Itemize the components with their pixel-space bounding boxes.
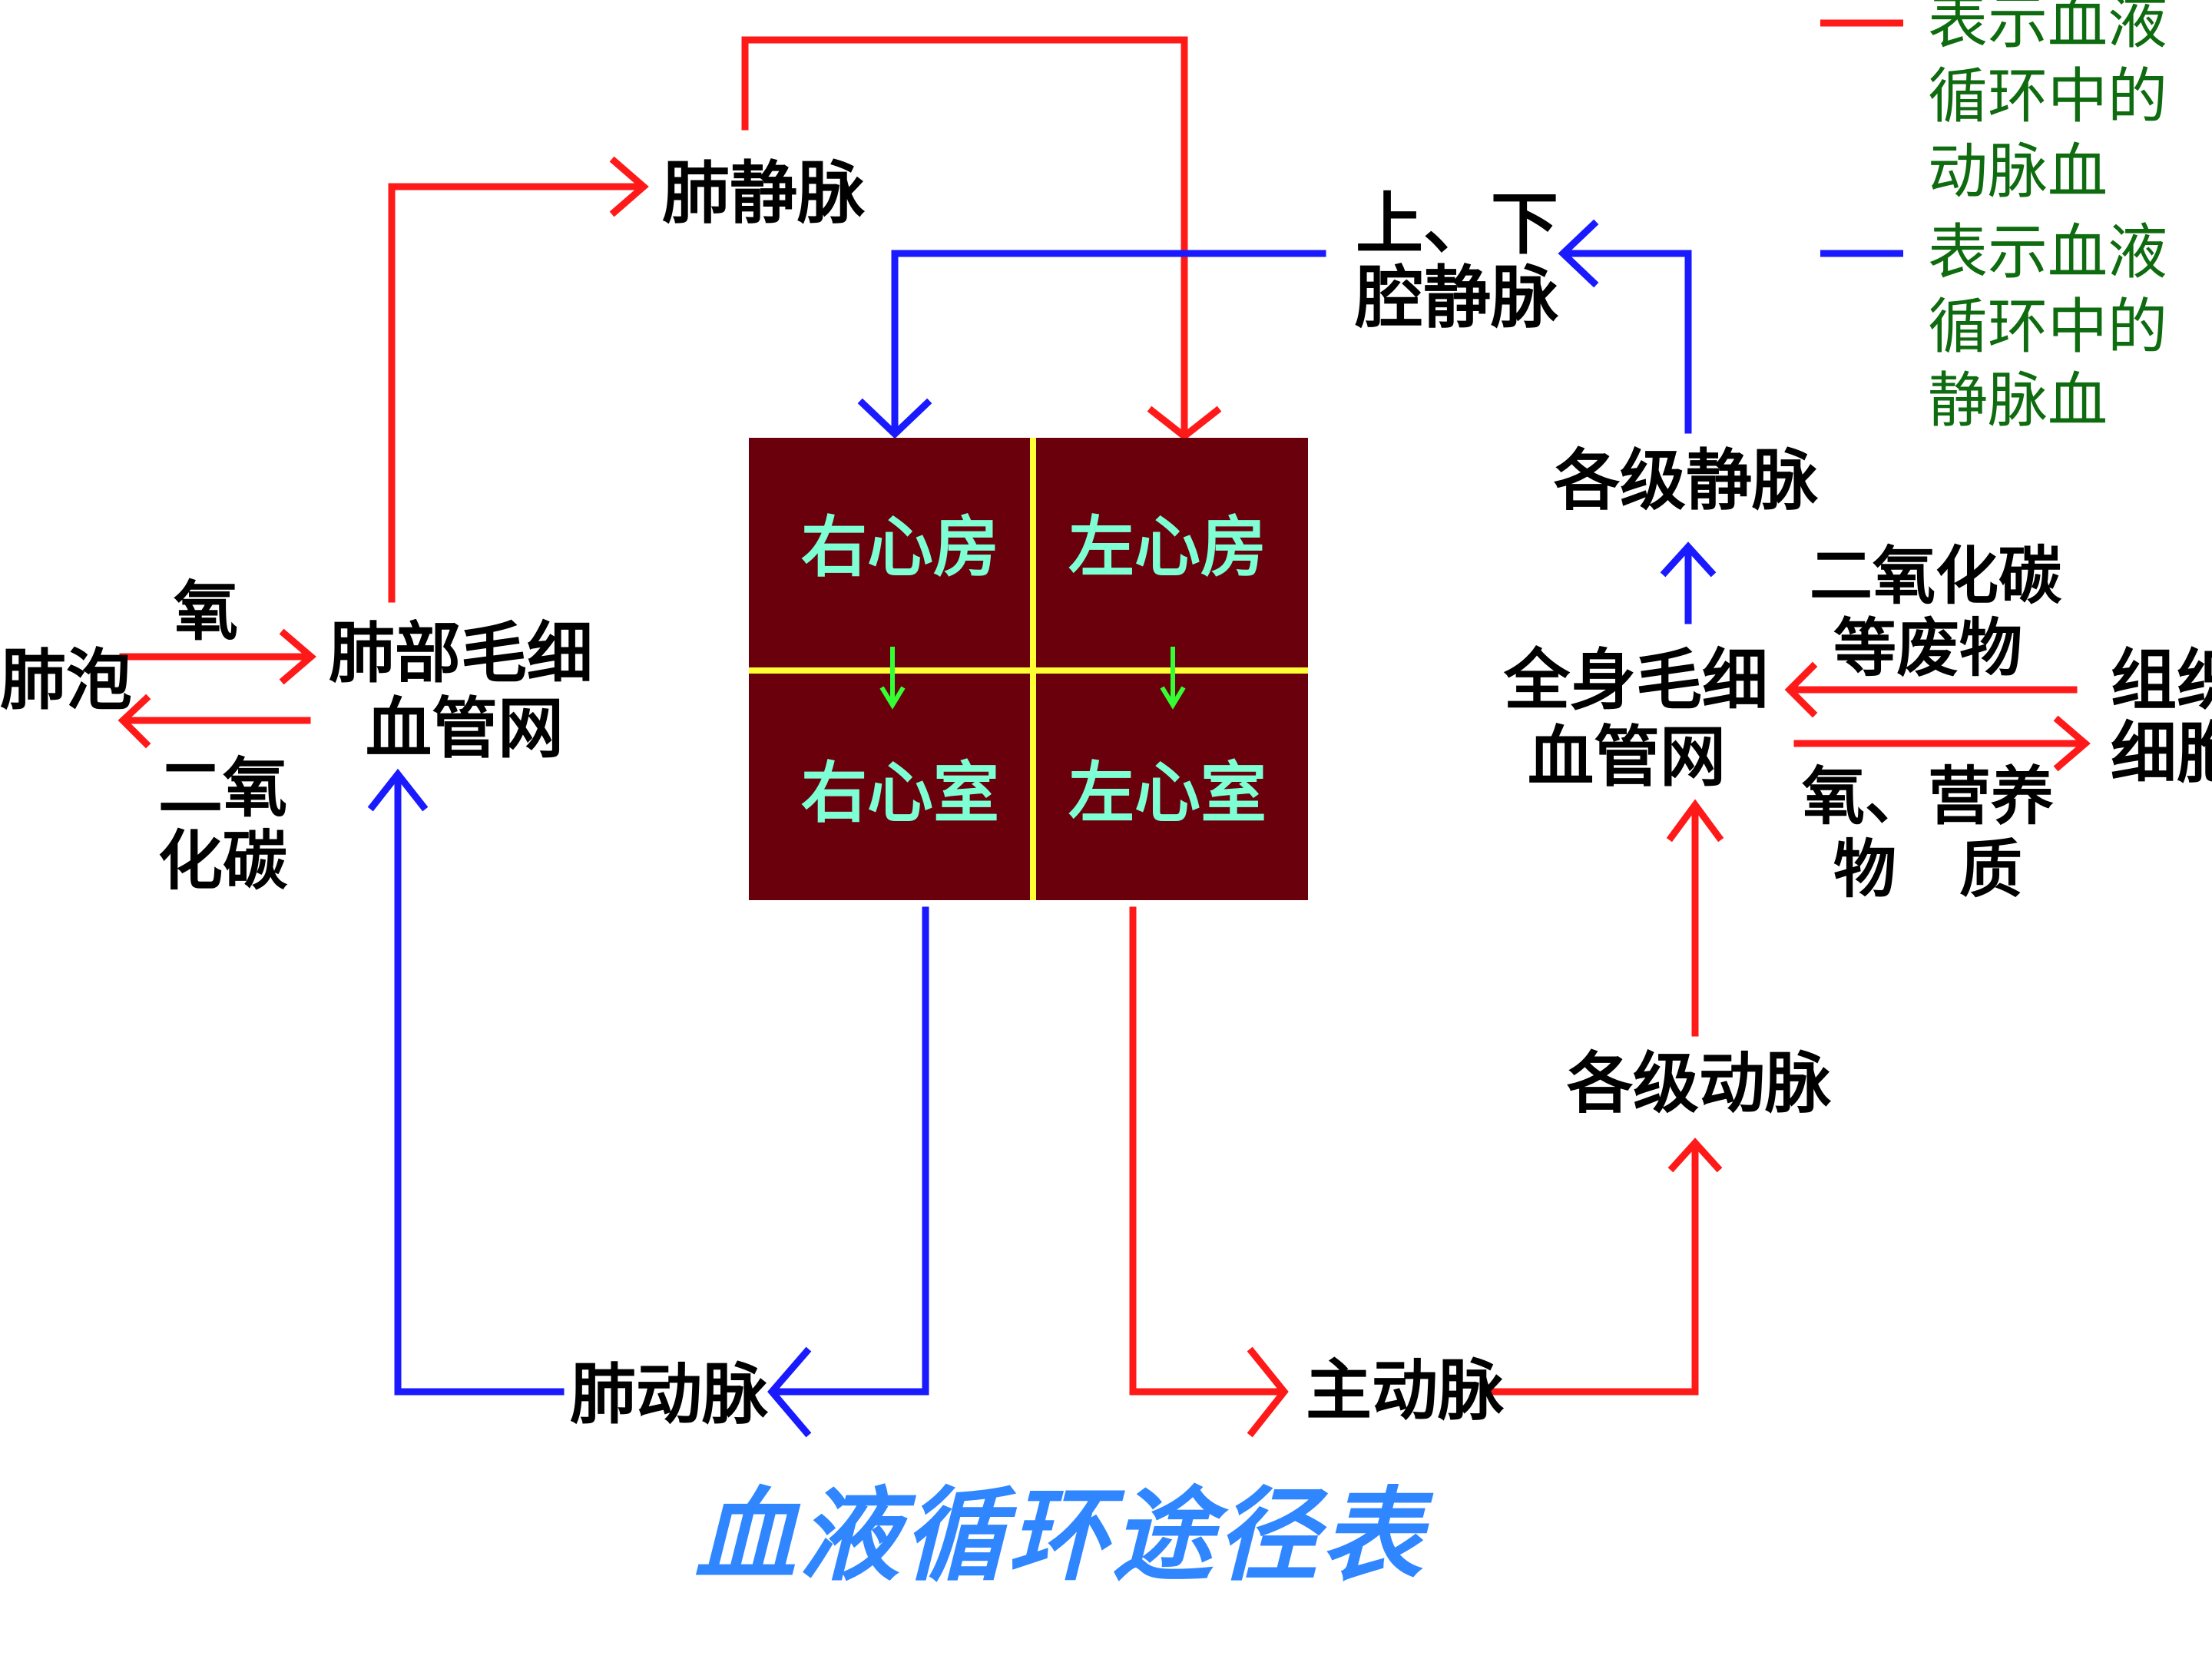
veins-to-vena-cava-line	[1563, 250, 1692, 434]
left-ventricle-to-aorta-line	[1129, 906, 1285, 1396]
arteries-arrowhead	[1667, 1137, 1723, 1173]
body-capillary-label-line2: 血管网	[1528, 718, 1726, 796]
legend-arterial-line2: 循环中的	[1928, 62, 2167, 131]
co2-waste-label-line2: 等废物	[1833, 611, 2022, 685]
nutrients-arrowhead	[2053, 715, 2091, 772]
aorta-label: 主动脉	[1306, 1352, 1505, 1429]
right-atrium-label: 右心房	[801, 508, 999, 586]
pulmonary-artery-arrowhead	[767, 1346, 812, 1438]
body-capillary-arrowhead	[1666, 799, 1724, 843]
left-valve-arrow-icon	[1160, 647, 1186, 710]
vena-cava-arrowhead	[857, 398, 932, 439]
legend-venous-line1: 表示血液	[1928, 218, 2167, 287]
waste-arrowhead	[1784, 661, 1818, 718]
left-atrium-label: 左心房	[1068, 508, 1267, 586]
pulmonary-vein-entry-arrowhead	[609, 156, 649, 217]
oxygen-arrowhead	[279, 628, 316, 685]
co2-out-arrowhead	[118, 694, 151, 749]
body-capillary-label-line1: 全身毛细	[1503, 641, 1768, 719]
lung-capillary-to-pulmonary-vein-line	[388, 183, 641, 603]
co2-label-line1: 二氧	[158, 750, 287, 826]
co2-waste-label-line1: 二氧化碳	[1810, 539, 2062, 613]
veins-arrowhead	[1660, 541, 1717, 578]
legend-arterial-line3: 动脉血	[1928, 137, 2108, 207]
arteries-all-label: 各级动脉	[1567, 1045, 1832, 1122]
pulmonary-vein-label: 肺静脉	[662, 153, 866, 233]
right-ventricle-label: 右心室	[801, 754, 999, 832]
lung-capillary-label-line1: 肺部毛细	[329, 614, 593, 692]
tissue-cells-label-line2: 细胞	[2111, 714, 2212, 792]
vena-cava-label-line2: 腔静脉	[1355, 257, 1559, 337]
lung-capillary-arrowhead	[367, 768, 429, 812]
legend-arterial-line1: 表示血液	[1928, 0, 2167, 57]
veins-all-label: 各级静脉	[1554, 442, 1819, 519]
left-ventricle-label: 左心室	[1068, 754, 1267, 832]
pulmonary-artery-label: 肺动脉	[570, 1356, 769, 1433]
oxygen-label: 氧	[174, 573, 238, 649]
legend-venous-line3: 静脉血	[1928, 366, 2108, 435]
vena-cava-entry-arrowhead	[1558, 219, 1599, 288]
co2-label-line2: 化碳	[158, 823, 288, 899]
aorta-arrowhead	[1247, 1346, 1289, 1438]
aorta-to-arteries-line	[1490, 1144, 1699, 1396]
vena-cava-to-right-atrium-line	[891, 250, 1326, 434]
diagram-title: 血液循环途径表	[694, 1476, 1434, 1595]
pulmonary-vein-to-left-atrium-line	[741, 36, 1188, 434]
right-ventricle-to-pulmonary-artery-line	[772, 906, 929, 1396]
legend: 表示血液 循环中的 动脉血 表示血液 循环中的 静脉血	[1820, 0, 2167, 435]
lung-capillary-label-line2: 血管网	[366, 690, 564, 767]
alveoli-label: 肺泡	[0, 641, 132, 719]
heart: 右心房 左心房 右心室 左心室	[749, 438, 1308, 900]
pulmonary-vein-arrowhead	[1147, 406, 1222, 441]
oxygen-nutrients-label-line2: 物 质	[1833, 833, 2022, 906]
right-valve-arrow-icon	[879, 647, 906, 710]
pulmonary-artery-to-lung-capillary-line	[394, 773, 565, 1396]
vena-cava-label-line1: 上、下	[1356, 184, 1558, 263]
legend-venous-line2: 循环中的	[1928, 293, 2167, 362]
tissue-cells-label-line1: 组织	[2111, 641, 2212, 719]
oxygen-nutrients-label-line1: 氧、营养	[1802, 760, 2054, 833]
